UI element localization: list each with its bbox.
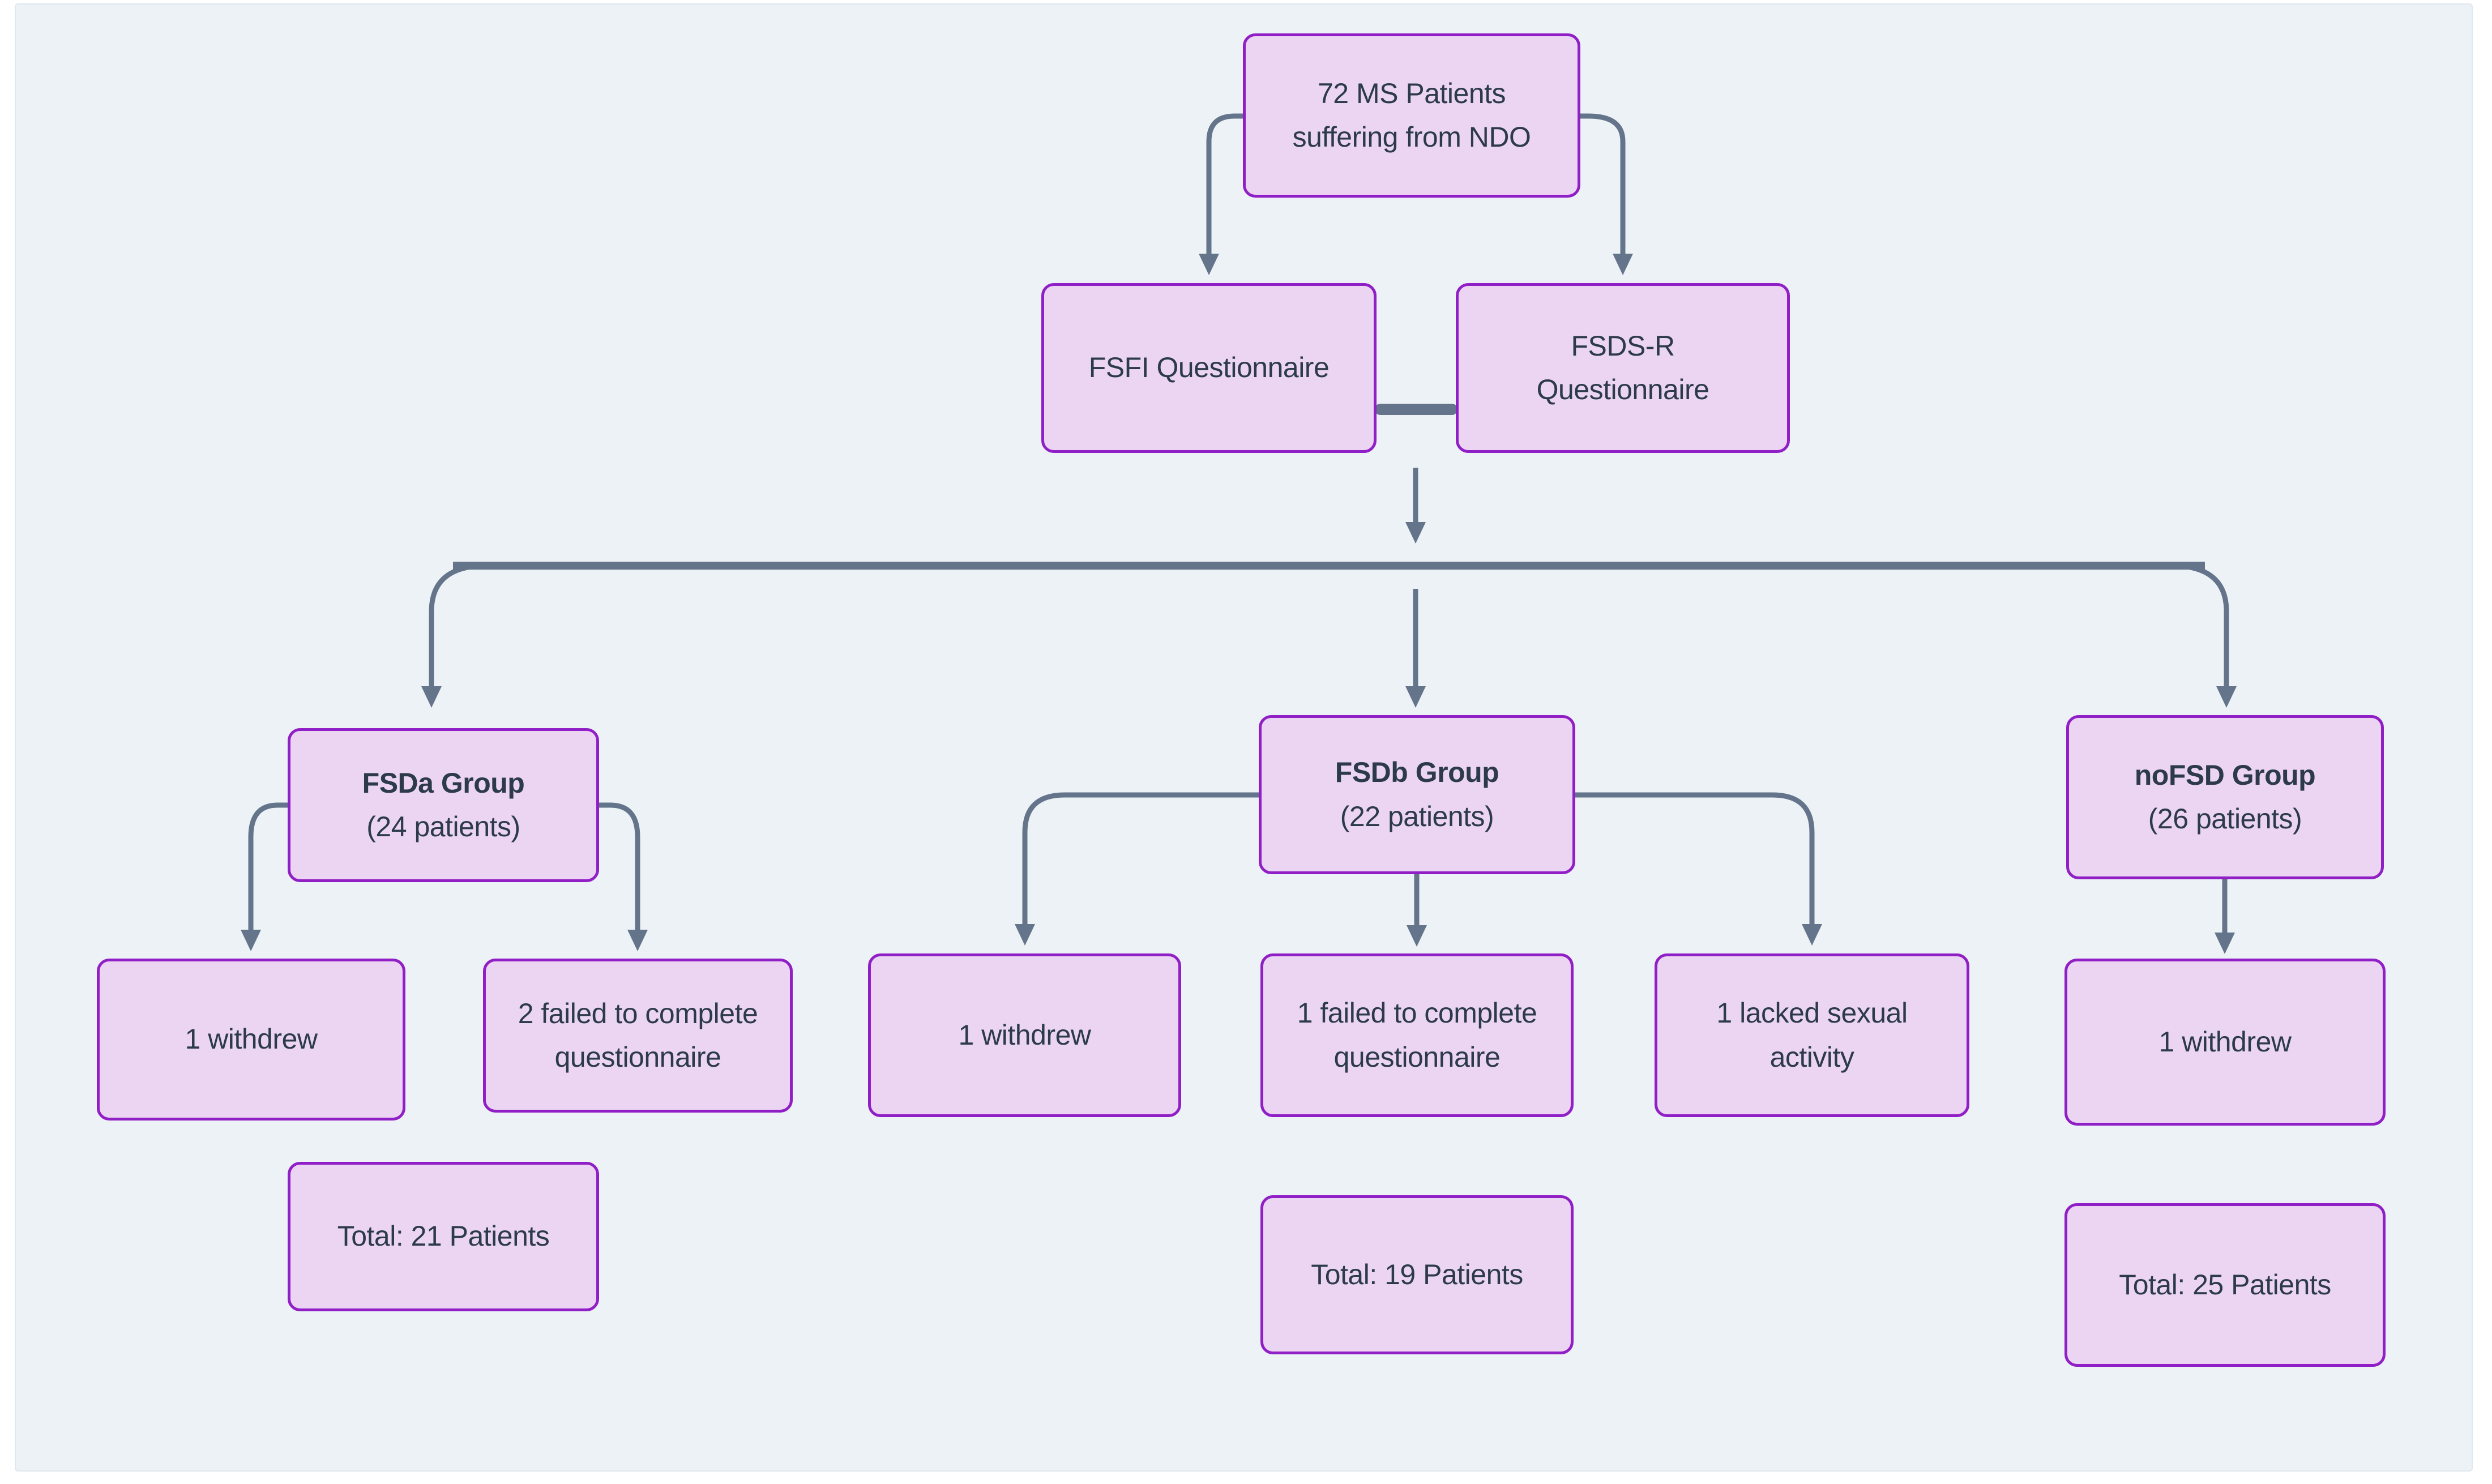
node-fsda-total: Total: 21 Patients (288, 1162, 599, 1311)
group-title: FSDb Group (1335, 756, 1499, 788)
group-subtitle: (26 patients) (2148, 803, 2302, 835)
node-text: questionnaire (1333, 1041, 1501, 1073)
group-subtitle: (22 patients) (1340, 800, 1494, 832)
node-fsds-r-questionnaire: FSDS-R Questionnaire (1456, 283, 1790, 453)
node-root-ms-patients: 72 MS Patients suffering from NDO (1243, 33, 1580, 198)
node-text: Total: 19 Patients (1311, 1258, 1523, 1290)
node-fsda-failed: 2 failed to complete questionnaire (483, 959, 793, 1113)
node-text: 1 withdrew (958, 1019, 1092, 1051)
node-fsdb-total: Total: 19 Patients (1260, 1195, 1574, 1354)
node-fsdb-lacked-activity: 1 lacked sexual activity (1655, 953, 1969, 1117)
node-fsda-group: FSDa Group (24 patients) (288, 728, 599, 882)
node-text: suffering from NDO (1292, 121, 1531, 153)
node-text: 1 withdrew (2158, 1025, 2292, 1058)
node-nofsd-group: noFSD Group (26 patients) (2066, 715, 2384, 879)
node-text: 72 MS Patients (1317, 77, 1506, 109)
group-title: noFSD Group (2134, 759, 2316, 791)
node-text: 1 lacked sexual (1716, 997, 1908, 1029)
node-fsdb-withdrew: 1 withdrew (868, 953, 1181, 1117)
node-text: 2 failed to complete (518, 997, 758, 1029)
node-nofsd-withdrew: 1 withdrew (2064, 959, 2386, 1126)
node-text: Total: 21 Patients (337, 1220, 550, 1252)
node-text: activity (1769, 1041, 1854, 1073)
node-fsdb-failed: 1 failed to complete questionnaire (1260, 953, 1574, 1117)
node-text: Total: 25 Patients (2119, 1268, 2331, 1301)
group-title: FSDa Group (362, 767, 525, 799)
node-text: FSDS-R (1571, 330, 1675, 362)
node-text: questionnaire (554, 1041, 721, 1073)
node-text: Questionnaire (1536, 374, 1709, 405)
group-subtitle: (24 patients) (366, 811, 520, 842)
node-fsfi-questionnaire: FSFI Questionnaire (1041, 283, 1377, 453)
node-text: FSFI Questionnaire (1088, 352, 1330, 384)
node-text: 1 failed to complete (1297, 997, 1537, 1029)
node-text: 1 withdrew (185, 1023, 318, 1055)
node-fsdb-group: FSDb Group (22 patients) (1259, 715, 1575, 874)
node-nofsd-total: Total: 25 Patients (2064, 1203, 2386, 1367)
node-fsda-withdrew: 1 withdrew (97, 959, 405, 1121)
